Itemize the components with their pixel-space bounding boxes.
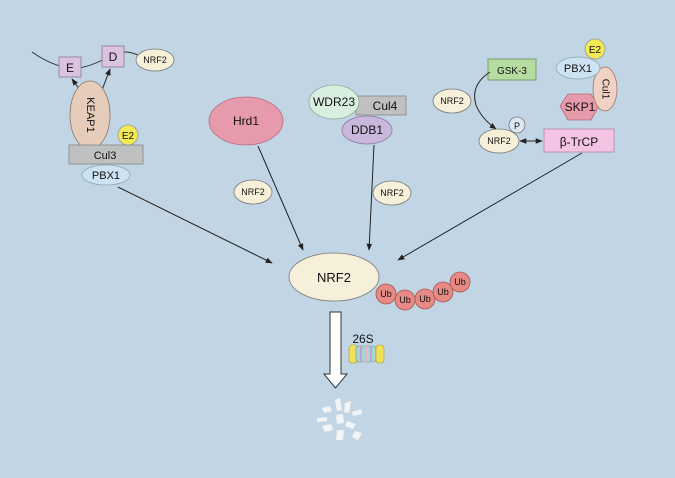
skp1-label: SKP1 bbox=[565, 100, 596, 114]
fragment bbox=[351, 408, 363, 417]
nrf2-hrd1-label: NRF2 bbox=[241, 187, 265, 197]
wdr23-complex: Cul4 WDR23 DDB1 NRF2 bbox=[308, 84, 412, 206]
central-nrf2-node bbox=[288, 252, 380, 302]
nrf2-node-hrd1 bbox=[233, 179, 273, 205]
keap1-label: KEAP1 bbox=[84, 97, 96, 132]
cul3-label: Cul3 bbox=[94, 150, 117, 162]
ub-node-3 bbox=[414, 288, 436, 310]
wdr23-node bbox=[308, 84, 360, 120]
membrane-strand bbox=[31, 51, 141, 69]
btrcp-label: β-TrCP bbox=[560, 135, 598, 149]
fragment bbox=[344, 420, 357, 430]
nrf2-phos-label: NRF2 bbox=[487, 136, 511, 146]
fragment bbox=[351, 430, 363, 441]
d-domain-label: D bbox=[109, 50, 118, 64]
converging-arrows bbox=[117, 144, 583, 264]
nrf2-node-unphos bbox=[432, 88, 472, 114]
nrf2-node-phos bbox=[478, 128, 520, 154]
pbx1-keap1-label: PBX1 bbox=[92, 170, 120, 182]
keap1-complex: E D NRF2 KEAP1 Cul3 E2 PBX1 bbox=[31, 45, 175, 186]
e-domain bbox=[58, 56, 82, 78]
e2-node-btrcp bbox=[584, 38, 606, 60]
pbx1-node-btrcp bbox=[555, 56, 601, 80]
gsk3-phospho-arrow bbox=[474, 71, 497, 130]
wdr23-to-nrf2-arrow bbox=[366, 144, 375, 251]
ddb1-label: DDB1 bbox=[351, 123, 383, 137]
fragment bbox=[316, 416, 328, 423]
nrf2-keap1-label: NRF2 bbox=[143, 55, 167, 65]
keap1-to-nrf2-arrow bbox=[117, 186, 273, 264]
fragment bbox=[335, 413, 345, 425]
e-domain-label: E bbox=[66, 61, 74, 75]
nrf2-wdr23-label: NRF2 bbox=[380, 188, 404, 198]
proteasome-cap-right bbox=[375, 344, 385, 364]
central-nrf2-label: NRF2 bbox=[317, 270, 351, 285]
btrcp-to-nrf2-arrow bbox=[397, 152, 583, 261]
proteasome-26s: 26S bbox=[348, 332, 385, 364]
ub-label-3: Ub bbox=[419, 294, 431, 304]
btrcp-node bbox=[543, 128, 615, 153]
pbx1-node-keap1 bbox=[81, 164, 131, 186]
hrd1-node bbox=[208, 96, 284, 146]
keap1-to-d-arrow bbox=[101, 68, 111, 91]
phosphate-label: P bbox=[514, 121, 520, 131]
proteasome-label: 26S bbox=[352, 332, 373, 346]
nrf2-unphos-label: NRF2 bbox=[440, 96, 464, 106]
ddb1-node bbox=[341, 115, 393, 145]
fragment bbox=[321, 423, 334, 433]
cul3-node bbox=[68, 144, 144, 165]
hollow-down-arrow bbox=[322, 311, 349, 389]
hrd1-to-nrf2-arrow bbox=[257, 145, 304, 251]
phosphate-node bbox=[508, 116, 526, 134]
btrcp-complex: GSK-3 NRF2 NRF2 P β-TrCP SKP1 Cul1 PBX1 … bbox=[432, 38, 618, 154]
fragment bbox=[321, 405, 333, 414]
ubiquitinated-nrf2: NRF2 Ub Ub Ub Ub Ub bbox=[288, 252, 471, 311]
gsk3-label: GSK-3 bbox=[497, 66, 527, 77]
cul4-label: Cul4 bbox=[373, 99, 398, 113]
ub-node-1 bbox=[375, 283, 397, 305]
ub-label-4: Ub bbox=[437, 287, 449, 297]
pbx1-btrcp-label: PBX1 bbox=[564, 63, 592, 75]
e2-node-keap1 bbox=[117, 124, 139, 146]
fragment bbox=[343, 400, 352, 414]
fragment bbox=[334, 397, 343, 412]
ub-label-1: Ub bbox=[380, 289, 392, 299]
cul1-label: Cul1 bbox=[599, 79, 610, 100]
peptide-fragments bbox=[316, 397, 363, 441]
degradation-arrow bbox=[322, 311, 349, 389]
e2-btrcp-label: E2 bbox=[589, 45, 602, 56]
nrf2-node-keap1 bbox=[135, 48, 175, 72]
e2-keap1-label: E2 bbox=[122, 131, 135, 142]
ub-node-5 bbox=[449, 271, 471, 293]
hrd1-complex: Hrd1 NRF2 bbox=[208, 96, 284, 205]
gsk3-node bbox=[487, 58, 537, 81]
nrf2-node-wdr23 bbox=[372, 180, 412, 206]
wdr23-label: WDR23 bbox=[313, 95, 355, 109]
cul1-node bbox=[592, 66, 618, 112]
ub-label-2: Ub bbox=[399, 295, 411, 305]
hrd1-label: Hrd1 bbox=[233, 114, 259, 128]
d-domain bbox=[101, 45, 125, 68]
ub-node-4 bbox=[432, 281, 454, 303]
ub-label-5: Ub bbox=[454, 277, 466, 287]
fragment bbox=[335, 429, 345, 441]
